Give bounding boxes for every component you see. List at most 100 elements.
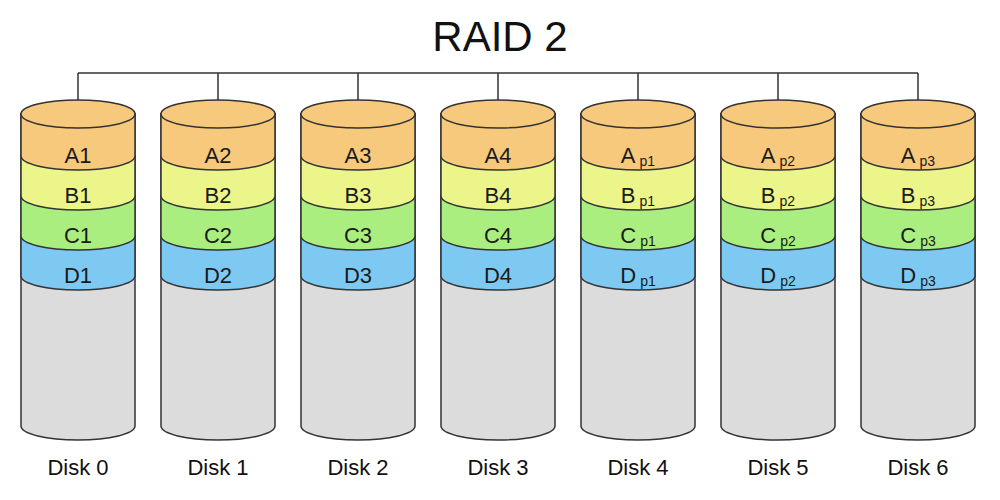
block-name: C xyxy=(760,223,776,249)
disk-label: Disk 0 xyxy=(8,454,148,482)
block-name: A xyxy=(761,143,776,169)
block-name: A3 xyxy=(345,143,372,169)
stripe-block: B4 xyxy=(445,181,551,211)
disk-node: Disk 1A2B2C2D2 xyxy=(161,100,275,440)
disk-top xyxy=(21,100,135,128)
disk-top xyxy=(581,100,695,128)
block-name: D xyxy=(760,263,776,289)
stripe-block: D3 xyxy=(305,261,411,291)
stripe-block: D2 xyxy=(165,261,271,291)
bus-drop xyxy=(917,73,919,100)
block-name: A2 xyxy=(205,143,232,169)
disk-node: Disk 5Ap2Bp2Cp2Dp2 xyxy=(721,100,835,440)
parity-subscript: p1 xyxy=(640,153,656,169)
parity-subscript: p3 xyxy=(920,273,936,289)
stripe-block: Dp1 xyxy=(585,261,691,291)
disk-node: Disk 3A4B4C4D4 xyxy=(441,100,555,440)
stripe-block: C3 xyxy=(305,221,411,251)
stripe-block: Cp3 xyxy=(865,221,971,251)
disk-body xyxy=(441,114,555,440)
stripe-block: B1 xyxy=(25,181,131,211)
bus-drop xyxy=(357,73,359,100)
stripe-block: C2 xyxy=(165,221,271,251)
stripe-block: C1 xyxy=(25,221,131,251)
disk-top xyxy=(441,100,555,128)
disk-top xyxy=(721,100,835,128)
stripe-block: D4 xyxy=(445,261,551,291)
parity-subscript: p3 xyxy=(920,233,936,249)
disk-body xyxy=(21,114,135,440)
block-name: C3 xyxy=(344,223,372,249)
block-name: B xyxy=(761,183,776,209)
block-name: A xyxy=(901,143,916,169)
block-name: D1 xyxy=(64,263,92,289)
diagram-title: RAID 2 xyxy=(0,12,1000,62)
disk-body xyxy=(301,114,415,440)
disk-label: Disk 5 xyxy=(708,454,848,482)
stripe-block: Ap2 xyxy=(725,141,831,171)
stripe-block: B2 xyxy=(165,181,271,211)
bus-drop xyxy=(777,73,779,100)
block-name: A xyxy=(621,143,636,169)
disk-body xyxy=(721,114,835,440)
stripe-block: C4 xyxy=(445,221,551,251)
block-name: D4 xyxy=(484,263,512,289)
stripe-block: Bp3 xyxy=(865,181,971,211)
block-name: A4 xyxy=(485,143,512,169)
parity-subscript: p2 xyxy=(780,233,796,249)
disk-label: Disk 2 xyxy=(288,454,428,482)
disk-top xyxy=(861,100,975,128)
bus-drop xyxy=(217,73,219,100)
stripe-block: A4 xyxy=(445,141,551,171)
disk-top xyxy=(161,100,275,128)
disk-body xyxy=(861,114,975,440)
block-name: C2 xyxy=(204,223,232,249)
bus-drop xyxy=(497,73,499,100)
stripe-block: A1 xyxy=(25,141,131,171)
disk-cylinder xyxy=(721,100,835,440)
stripe-block: Ap1 xyxy=(585,141,691,171)
disk-cylinder xyxy=(861,100,975,440)
bus-drop xyxy=(637,73,639,100)
block-name: B2 xyxy=(205,183,232,209)
stripe-block: Bp1 xyxy=(585,181,691,211)
stripe-block: Dp2 xyxy=(725,261,831,291)
block-name: B xyxy=(621,183,636,209)
stripe-block: A3 xyxy=(305,141,411,171)
block-name: A1 xyxy=(65,143,92,169)
stripe-block: Ap3 xyxy=(865,141,971,171)
stripe-block: A2 xyxy=(165,141,271,171)
parity-subscript: p2 xyxy=(780,153,796,169)
stripe-block: Dp3 xyxy=(865,261,971,291)
stripe-block: B3 xyxy=(305,181,411,211)
block-name: C xyxy=(900,223,916,249)
disk-body xyxy=(581,114,695,440)
block-name: D3 xyxy=(344,263,372,289)
block-name: C xyxy=(620,223,636,249)
parity-subscript: p3 xyxy=(920,153,936,169)
parity-subscript: p2 xyxy=(780,273,796,289)
bus-drop xyxy=(77,73,79,100)
block-name: D xyxy=(620,263,636,289)
parity-subscript: p1 xyxy=(640,273,656,289)
disk-top xyxy=(301,100,415,128)
disk-node: Disk 6Ap3Bp3Cp3Dp3 xyxy=(861,100,975,440)
block-name: B4 xyxy=(485,183,512,209)
disk-label: Disk 6 xyxy=(848,454,988,482)
disk-node: Disk 4Ap1Bp1Cp1Dp1 xyxy=(581,100,695,440)
disk-cylinder xyxy=(581,100,695,440)
block-name: B1 xyxy=(65,183,92,209)
block-name: D2 xyxy=(204,263,232,289)
block-name: B xyxy=(901,183,916,209)
disk-label: Disk 3 xyxy=(428,454,568,482)
disk-label: Disk 1 xyxy=(148,454,288,482)
block-name: B3 xyxy=(345,183,372,209)
disk-label: Disk 4 xyxy=(568,454,708,482)
block-name: D xyxy=(900,263,916,289)
disk-body xyxy=(161,114,275,440)
parity-subscript: p1 xyxy=(640,233,656,249)
parity-subscript: p1 xyxy=(640,193,656,209)
block-name: C1 xyxy=(64,223,92,249)
disk-node: Disk 0A1B1C1D1 xyxy=(21,100,135,440)
stripe-block: Bp2 xyxy=(725,181,831,211)
